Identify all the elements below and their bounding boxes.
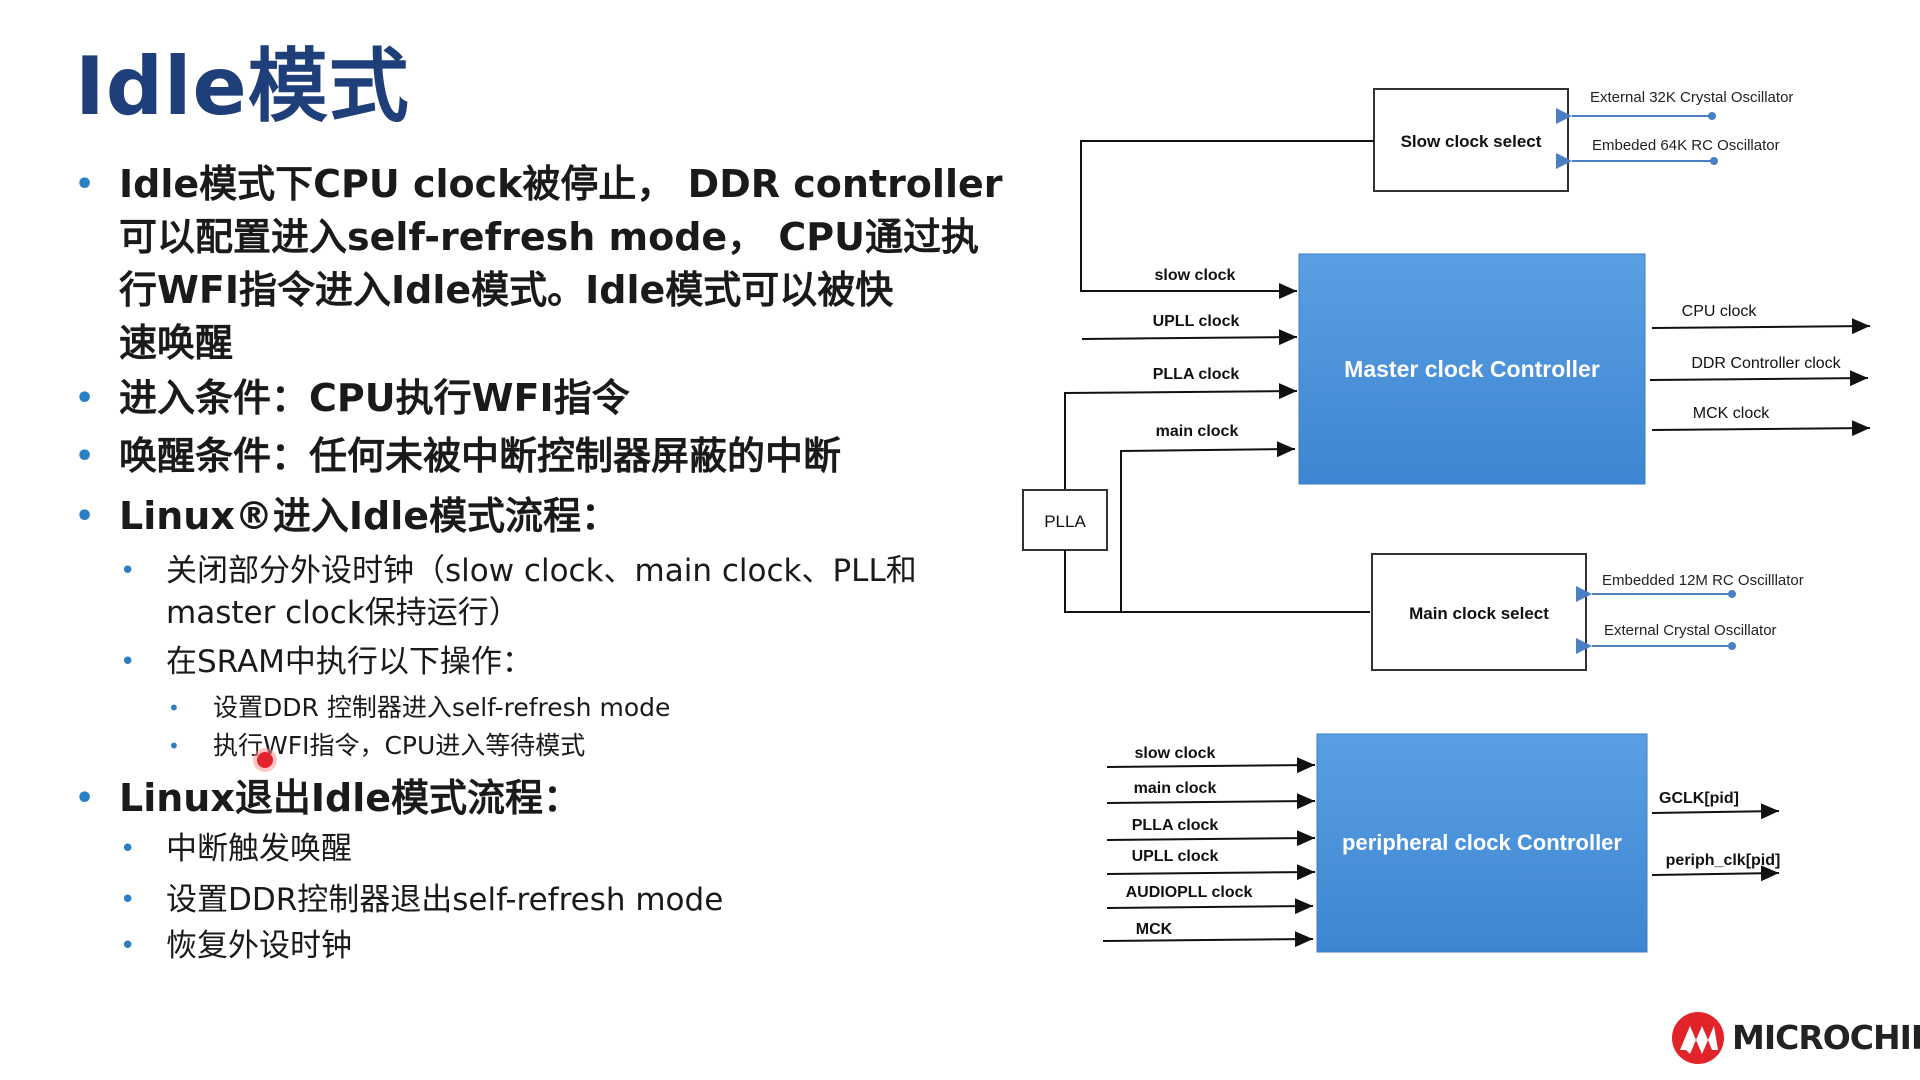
ext-crystal-label: External Crystal Oscillator [1604,622,1777,639]
bullet-dot: • [75,439,95,474]
bullet-1-line-2: 可以配置进入self-refresh mode， CPU通过执 [119,215,980,259]
slow-clock-select-box [1373,88,1569,192]
periph-output-periph-clk: periph_clk[pid] [1666,852,1781,869]
periph-input-audiopll-clock: AUDIOPLL clock [1126,884,1253,901]
bullet-2: • 进入条件：CPU执行WFI指令 [75,372,630,425]
bullet-3: • 唤醒条件：任何未被中断控制器屏蔽的中断 [75,430,841,483]
bullet-dot: • [168,734,180,758]
periph-input-plla-clock: PLLA clock [1132,817,1219,834]
bullet-dot: • [75,381,95,416]
periph-input-upll-clock: UPLL clock [1132,848,1219,865]
sub-bullet-3-text: 中断触发唤醒 [166,831,352,867]
sub-bullet-1: • 关闭部分外设时钟（slow clock、main clock、PLL和 ma… [120,550,917,634]
master-input-upll-clock: UPLL clock [1153,313,1240,330]
plla-box [1022,489,1108,551]
bullet-1-line-3: 行WFI指令进入Idle模式。Idle模式可以被快 [119,268,894,312]
peripheral-clock-controller-label: peripheral clock Controller [1342,830,1622,855]
bullet-5: • Linux退出Idle模式流程： [75,772,581,825]
plla-label: PLLA [1044,512,1086,531]
ext-crystal-node [1728,642,1736,650]
gclk-line [1651,803,1780,820]
upll-clock-line [1081,329,1298,346]
bullet-3-text: 唤醒条件：任何未被中断控制器屏蔽的中断 [119,434,842,478]
emb-64k-node [1710,157,1718,165]
master-output-ddr-clock: DDR Controller clock [1691,355,1841,372]
main-clock-line [1120,441,1296,612]
sub-bullet-2-text: 在SRAM中执行以下操作： [166,644,533,680]
pointer-cursor-icon [257,752,273,768]
periph-input-slow-clock: slow clock [1135,745,1216,762]
peripheral-clock-controller-box [1316,733,1648,953]
master-input-slow-clock: slow clock [1155,267,1236,284]
bullet-dot: • [75,499,95,534]
bullet-dot: • [120,647,136,677]
main-select-line [1064,550,1370,613]
periph-main-line [1106,793,1316,810]
subsub-bullet-1-text: 设置DDR 控制器进入self-refresh mode [213,693,671,722]
emb-12m-node [1728,590,1736,598]
bullet-dot: • [75,781,95,816]
bullet-dot: • [75,167,95,202]
subsub-bullet-2-text: 执行WFI指令，CPU进入等待模式 [213,731,586,760]
ext-32k-label: External 32K Crystal Oscillator [1590,89,1793,106]
periph-input-mck: MCK [1136,921,1173,938]
sub-bullet-2: • 在SRAM中执行以下操作： [120,641,533,683]
sub-bullet-3: • 中断触发唤醒 [120,828,352,870]
bullet-dot: • [120,885,136,915]
ddr-clock-line [1649,370,1869,387]
ext-32k-node [1708,112,1716,120]
emb-12m-label: Embedded 12M RC Oscilllator [1602,572,1804,589]
bullet-1: • Idle模式下CPU clock被停止， DDR controller 可以… [75,158,1002,370]
bullet-5-text: Linux退出Idle模式流程： [119,776,581,820]
master-output-cpu-clock: CPU clock [1682,303,1758,320]
master-output-mck-clock: MCK clock [1693,405,1770,422]
periph-mck-line [1102,931,1314,948]
slow-clock-line [1080,140,1374,299]
master-input-main-clock: main clock [1156,423,1239,440]
mck-clock-line [1651,420,1871,437]
microchip-logo-icon [1672,1012,1724,1064]
microchip-logo-text: MICROCHIP [1732,1018,1920,1057]
subsub-bullet-1: • 设置DDR 控制器进入self-refresh mode [168,690,670,726]
bullet-4-text: Linux®进入Idle模式流程： [119,494,619,538]
main-clock-select-box [1371,553,1587,671]
periph-clk-line [1651,865,1780,882]
sub-bullet-5-text: 恢复外设时钟 [166,928,352,964]
sub-bullet-1-line-1: 关闭部分外设时钟（slow clock、main clock、PLL和 [166,553,917,589]
periph-audiopll-line [1106,898,1314,915]
sub-bullet-1-line-2: master clock保持运行） [166,595,520,631]
master-input-plla-clock: PLLA clock [1153,366,1240,383]
sub-bullet-5: • 恢复外设时钟 [120,925,352,967]
bullet-1-line-4: 速唤醒 [119,321,234,365]
periph-slow-line [1106,757,1316,774]
bullet-1-line-1: Idle模式下CPU clock被停止， DDR controller [119,162,1003,206]
periph-output-gclk: GCLK[pid] [1659,790,1739,807]
bullet-dot: • [168,696,180,720]
bullet-4: • Linux®进入Idle模式流程： [75,490,619,543]
slow-clock-select-label: Slow clock select [1401,132,1542,151]
periph-upll-line [1106,864,1316,881]
sub-bullet-4: • 设置DDR控制器退出self-refresh mode [120,879,723,921]
periph-input-main-clock: main clock [1134,780,1217,797]
sub-bullet-4-text: 设置DDR控制器退出self-refresh mode [166,882,724,918]
bullet-dot: • [120,931,136,961]
bullet-dot: • [120,834,136,864]
plla-clock-line [1064,383,1298,489]
periph-plla-line [1106,830,1316,847]
master-clock-controller-box [1298,253,1646,485]
bullet-2-text: 进入条件：CPU执行WFI指令 [119,376,630,420]
master-clock-controller-label: Master clock Controller [1344,356,1600,382]
bullet-dot: • [120,556,136,586]
cpu-clock-line [1651,318,1871,335]
microchip-logo: MICROCHIP [1670,1010,1920,1068]
main-clock-select-label: Main clock select [1409,604,1549,623]
subsub-bullet-2: • 执行WFI指令，CPU进入等待模式 [168,728,585,764]
emb-64k-label: Embeded 64K RC Oscillator [1592,137,1780,154]
page-title: Idle模式 [75,40,410,133]
